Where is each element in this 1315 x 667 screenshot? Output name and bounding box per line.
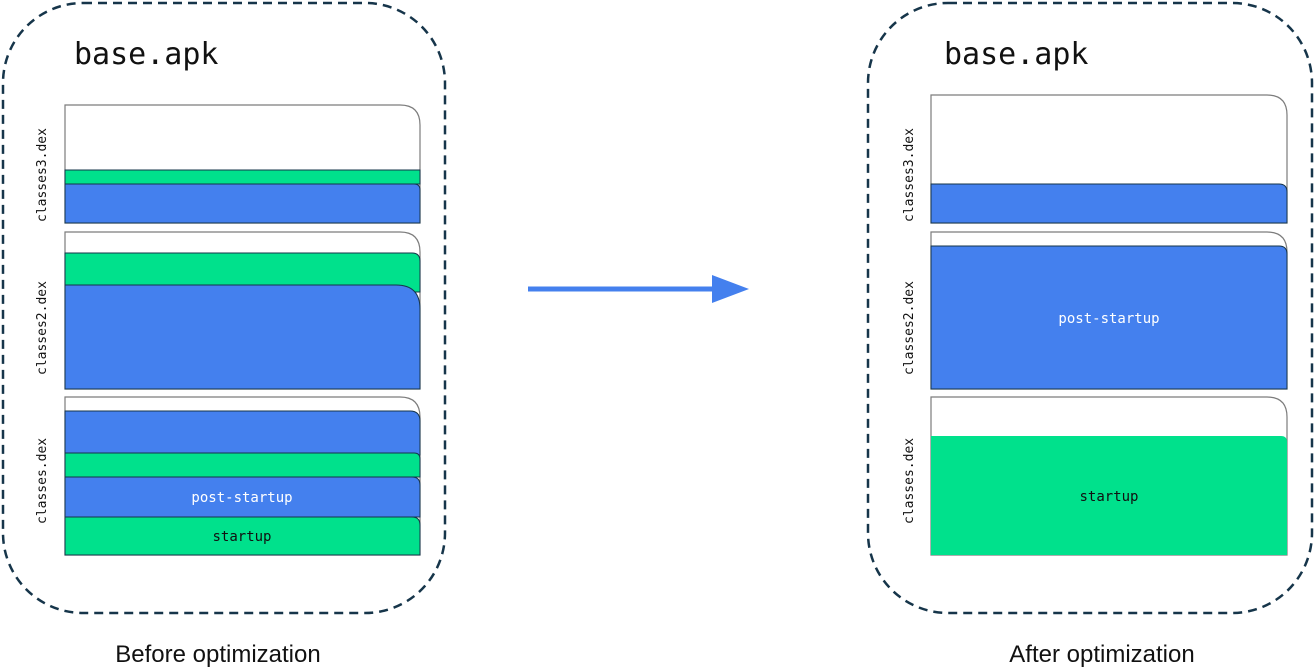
before-panel: base.apk classes3.dex classes2.dex post-… [1, 1, 447, 615]
startup-label: startup [1079, 489, 1138, 505]
post-startup-block [930, 245, 1288, 390]
dex-label: classes2.dex [35, 281, 50, 375]
post-startup-label: post-startup [191, 490, 292, 506]
startup-block [64, 516, 421, 556]
before-apk-label: base.apk [74, 37, 219, 72]
after-classes3-dex: classes3.dex [902, 94, 1288, 224]
dex-label: classes.dex [902, 438, 917, 524]
startup-label: startup [212, 529, 271, 545]
after-classes-dex: startup classes.dex [902, 396, 1288, 556]
after-apk-outline [866, 1, 1314, 615]
startup-block [64, 252, 421, 293]
before-classes-dex: post-startup startup classes.dex [35, 396, 421, 556]
after-apk-label: base.apk [944, 37, 1089, 72]
after-classes2-dex: post-startup classes2.dex [902, 231, 1288, 390]
post-startup-block [64, 476, 421, 518]
dex-label: classes.dex [35, 438, 50, 524]
right-arrow-icon [528, 275, 749, 303]
dex-label: classes3.dex [902, 128, 917, 222]
before-caption: Before optimization [115, 641, 320, 667]
post-startup-block [64, 284, 421, 390]
startup-block [64, 169, 421, 185]
after-panel: base.apk classes3.dex post-startup class… [866, 1, 1314, 615]
before-classes3-dex: classes3.dex [35, 104, 421, 224]
dex-label: classes2.dex [902, 281, 917, 375]
post-startup-block [64, 183, 421, 224]
before-apk-outline [1, 1, 447, 615]
after-caption: After optimization [1009, 641, 1194, 667]
post-startup-block [930, 183, 1288, 224]
startup-block [64, 452, 421, 478]
dex-label: classes3.dex [35, 128, 50, 222]
startup-block [931, 436, 1287, 555]
before-classes2-dex: classes2.dex [35, 231, 421, 390]
post-startup-block [64, 410, 421, 456]
post-startup-label: post-startup [1058, 311, 1159, 327]
